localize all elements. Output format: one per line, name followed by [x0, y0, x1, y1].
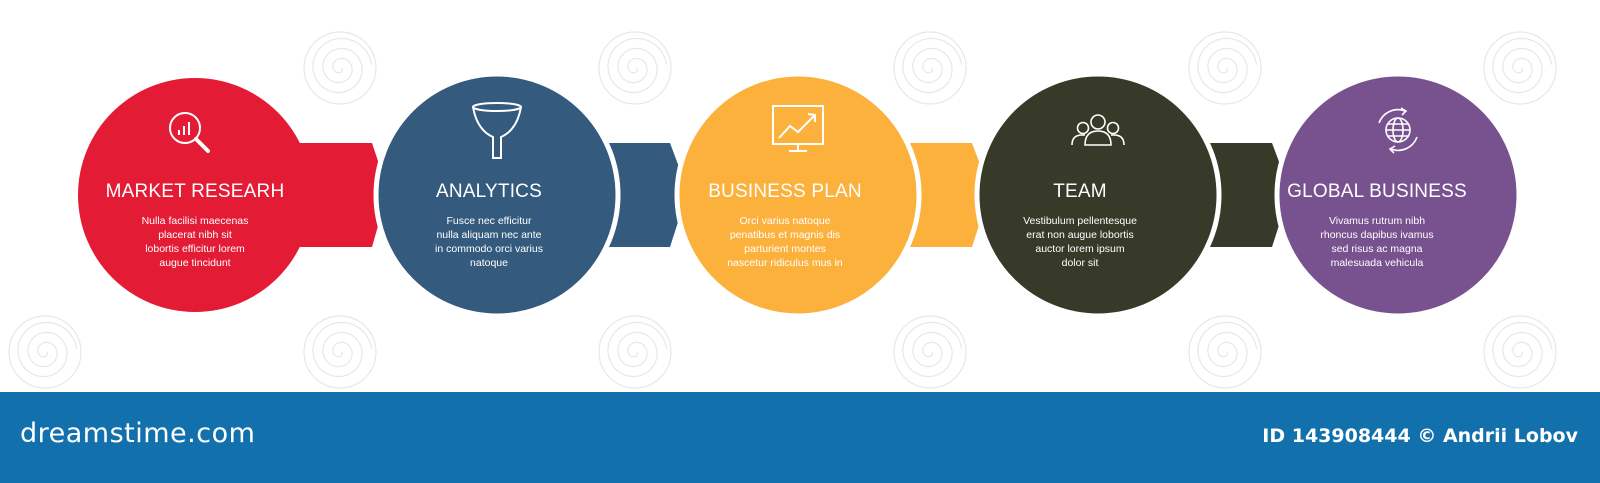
watermark-ring-9 [893, 315, 967, 389]
step-circle-4 [974, 71, 1222, 319]
connector-arrow-4 [1200, 143, 1290, 247]
connector-arrow-2 [600, 143, 688, 247]
funnel-icon [472, 102, 522, 159]
watermark-spiral-6 [17, 321, 78, 378]
watermark-ring-2 [598, 31, 672, 105]
connector-2 [600, 143, 688, 247]
image-credit: ID 143908444 © Andrii Lobov [1262, 425, 1578, 447]
site-logo: dreamstime.com [20, 418, 256, 449]
connector-1 [300, 143, 388, 247]
watermark-ring-8 [598, 315, 672, 389]
step-3-line-1: Orci varius natoque [739, 215, 831, 227]
watermark-spiral-7 [312, 321, 373, 378]
step-description-3: Orci varius natoque penatibus et magnis … [685, 214, 885, 270]
watermark-spiral-1 [312, 37, 373, 94]
watermark-ring-10 [1188, 315, 1262, 389]
watermark-ring-3 [893, 31, 967, 105]
step-1-line-3: lobortis efficitur lorem [145, 243, 245, 255]
step-5-line-1: Vivamus rutrum nibh [1328, 215, 1426, 227]
step-description-5: Vivamus rutrum nibh rhoncus dapibus ivam… [1277, 214, 1477, 270]
watermark-ring-7 [303, 315, 377, 389]
watermark-spiral-3 [902, 37, 963, 94]
step-4-line-2: erat non augue lobortis [1026, 229, 1134, 241]
footer-bar: dreamstime.com ID 143908444 © Andrii Lob… [0, 392, 1600, 483]
watermark-spiral-5 [1492, 37, 1553, 94]
team-icon [1071, 114, 1125, 146]
watermark-ring-11 [1483, 315, 1557, 389]
step-2-line-3: in commodo orci varius [435, 243, 543, 255]
watermark-layer [8, 31, 1557, 389]
process-diagram: MARKET RESEARH Nulla facilisi maecenas p… [8, 31, 1557, 389]
globe-cycle-icon [1378, 107, 1418, 154]
watermark-ring-1 [303, 31, 377, 105]
step-description-2: Fusce nec efficitur nulla aliquam nec an… [389, 214, 589, 270]
step-title-5: GLOBAL BUSINESS [1287, 181, 1467, 202]
step-1-line-4: augue tincidunt [159, 257, 231, 269]
step-title-3: BUSINESS PLAN [708, 181, 862, 202]
watermark-ring-4 [1188, 31, 1262, 105]
watermark-spiral-11 [1492, 321, 1553, 378]
connector-arrow-3 [900, 143, 990, 247]
step-3-line-2: penatibus et magnis dis [729, 229, 841, 241]
watermark-spiral-2 [607, 37, 668, 94]
step-3-line-4: nascetur ridiculus mus in [727, 257, 843, 269]
step-circle-3 [674, 71, 922, 319]
watermark-spiral-4 [1197, 37, 1258, 94]
step-4-line-1: Vestibulum pellentesque [1023, 215, 1137, 227]
watermark-spiral-9 [902, 321, 963, 378]
step-description-1: Nulla facilisi maecenas placerat nibh si… [95, 214, 295, 270]
step-title-4: TEAM [1053, 181, 1107, 202]
step-5-line-2: rhoncus dapibus ivamus [1320, 229, 1434, 241]
watermark-spiral-10 [1197, 321, 1258, 378]
step-description-4: Vestibulum pellentesque erat non augue l… [980, 214, 1180, 270]
step-circle-5 [1274, 71, 1522, 319]
step-title-2: ANALYTICS [436, 181, 542, 202]
step-4-line-3: auctor lorem ipsum [1035, 243, 1125, 255]
step-5-line-3: sed risus ac magna [1331, 243, 1423, 255]
step-5-line-4: malesuada vehicula [1330, 257, 1424, 269]
step-circle-2 [373, 71, 621, 319]
step-circle-1 [78, 78, 312, 312]
step-title-1: MARKET RESEARH [105, 181, 285, 202]
watermark-ring-6 [8, 315, 82, 389]
presentation-chart-icon [772, 105, 824, 152]
watermark-spiral-8 [607, 321, 668, 378]
diagram-canvas [8, 31, 1557, 389]
step-2-line-4: natoque [470, 257, 508, 269]
step-2-line-2: nulla aliquam nec ante [436, 229, 542, 241]
step-4-line-4: dolor sit [1061, 257, 1099, 269]
step-3-line-3: parturient montes [744, 243, 826, 255]
connector-3 [900, 143, 990, 247]
connector-arrow-1 [300, 143, 388, 247]
step-2-line-1: Fusce nec efficitur [446, 215, 532, 227]
step-1-line-1: Nulla facilisi maecenas [141, 215, 249, 227]
watermark-ring-5 [1483, 31, 1557, 105]
connector-4 [1200, 143, 1290, 247]
step-1-line-2: placerat nibh sit [158, 229, 232, 241]
magnifier-chart-icon [169, 112, 210, 153]
